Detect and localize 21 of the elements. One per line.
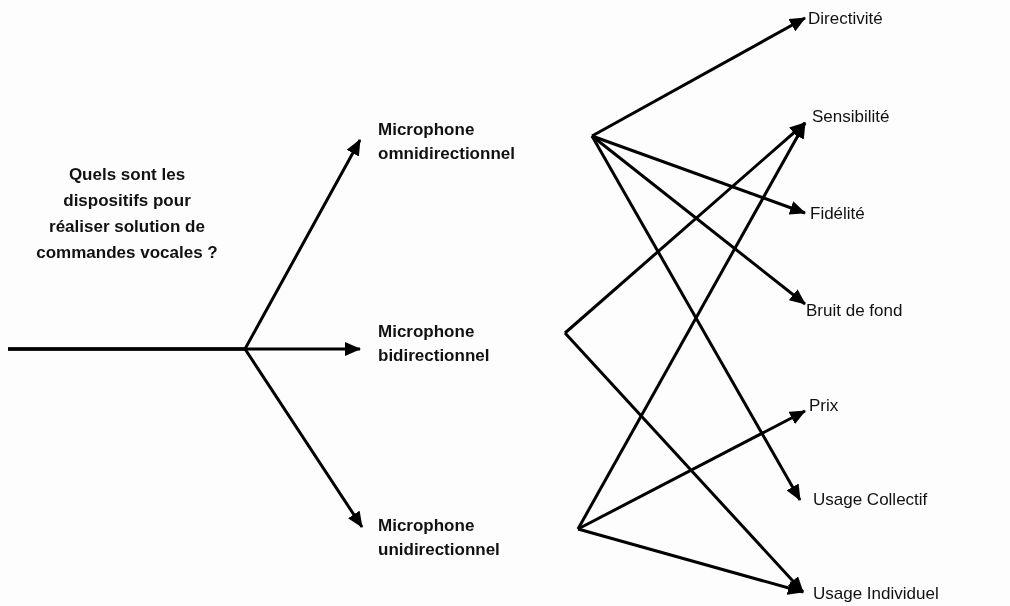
- arrow: [577, 527, 804, 595]
- device-label: Microphone omnidirectionnel: [378, 119, 516, 165]
- arrow: [591, 134, 806, 215]
- arrow: [591, 134, 806, 306]
- arrow: [576, 122, 807, 530]
- device-label: Microphone unidirectionnel: [378, 515, 501, 561]
- question-text: Quels sont les dispositifs pour réaliser solution de commandes vocales ?: [35, 164, 219, 264]
- device-label: Microphone bidirectionnel: [378, 321, 491, 367]
- criterion-label: Usage Individuel: [813, 583, 939, 605]
- criterion-label: Directivité: [808, 8, 883, 30]
- arrow: [577, 409, 806, 531]
- arrow: [591, 16, 806, 138]
- arrow: [590, 135, 802, 501]
- arrow: [8, 347, 364, 528]
- criterion-label: Usage Collectif: [813, 489, 928, 511]
- criterion-label: Sensibilité: [812, 106, 890, 128]
- arrow: [564, 121, 806, 335]
- criterion-label: Fidélité: [810, 203, 865, 225]
- criterion-label: Prix: [809, 395, 839, 417]
- criterion-label: Bruit de fond: [806, 300, 903, 322]
- arrow: [563, 332, 805, 593]
